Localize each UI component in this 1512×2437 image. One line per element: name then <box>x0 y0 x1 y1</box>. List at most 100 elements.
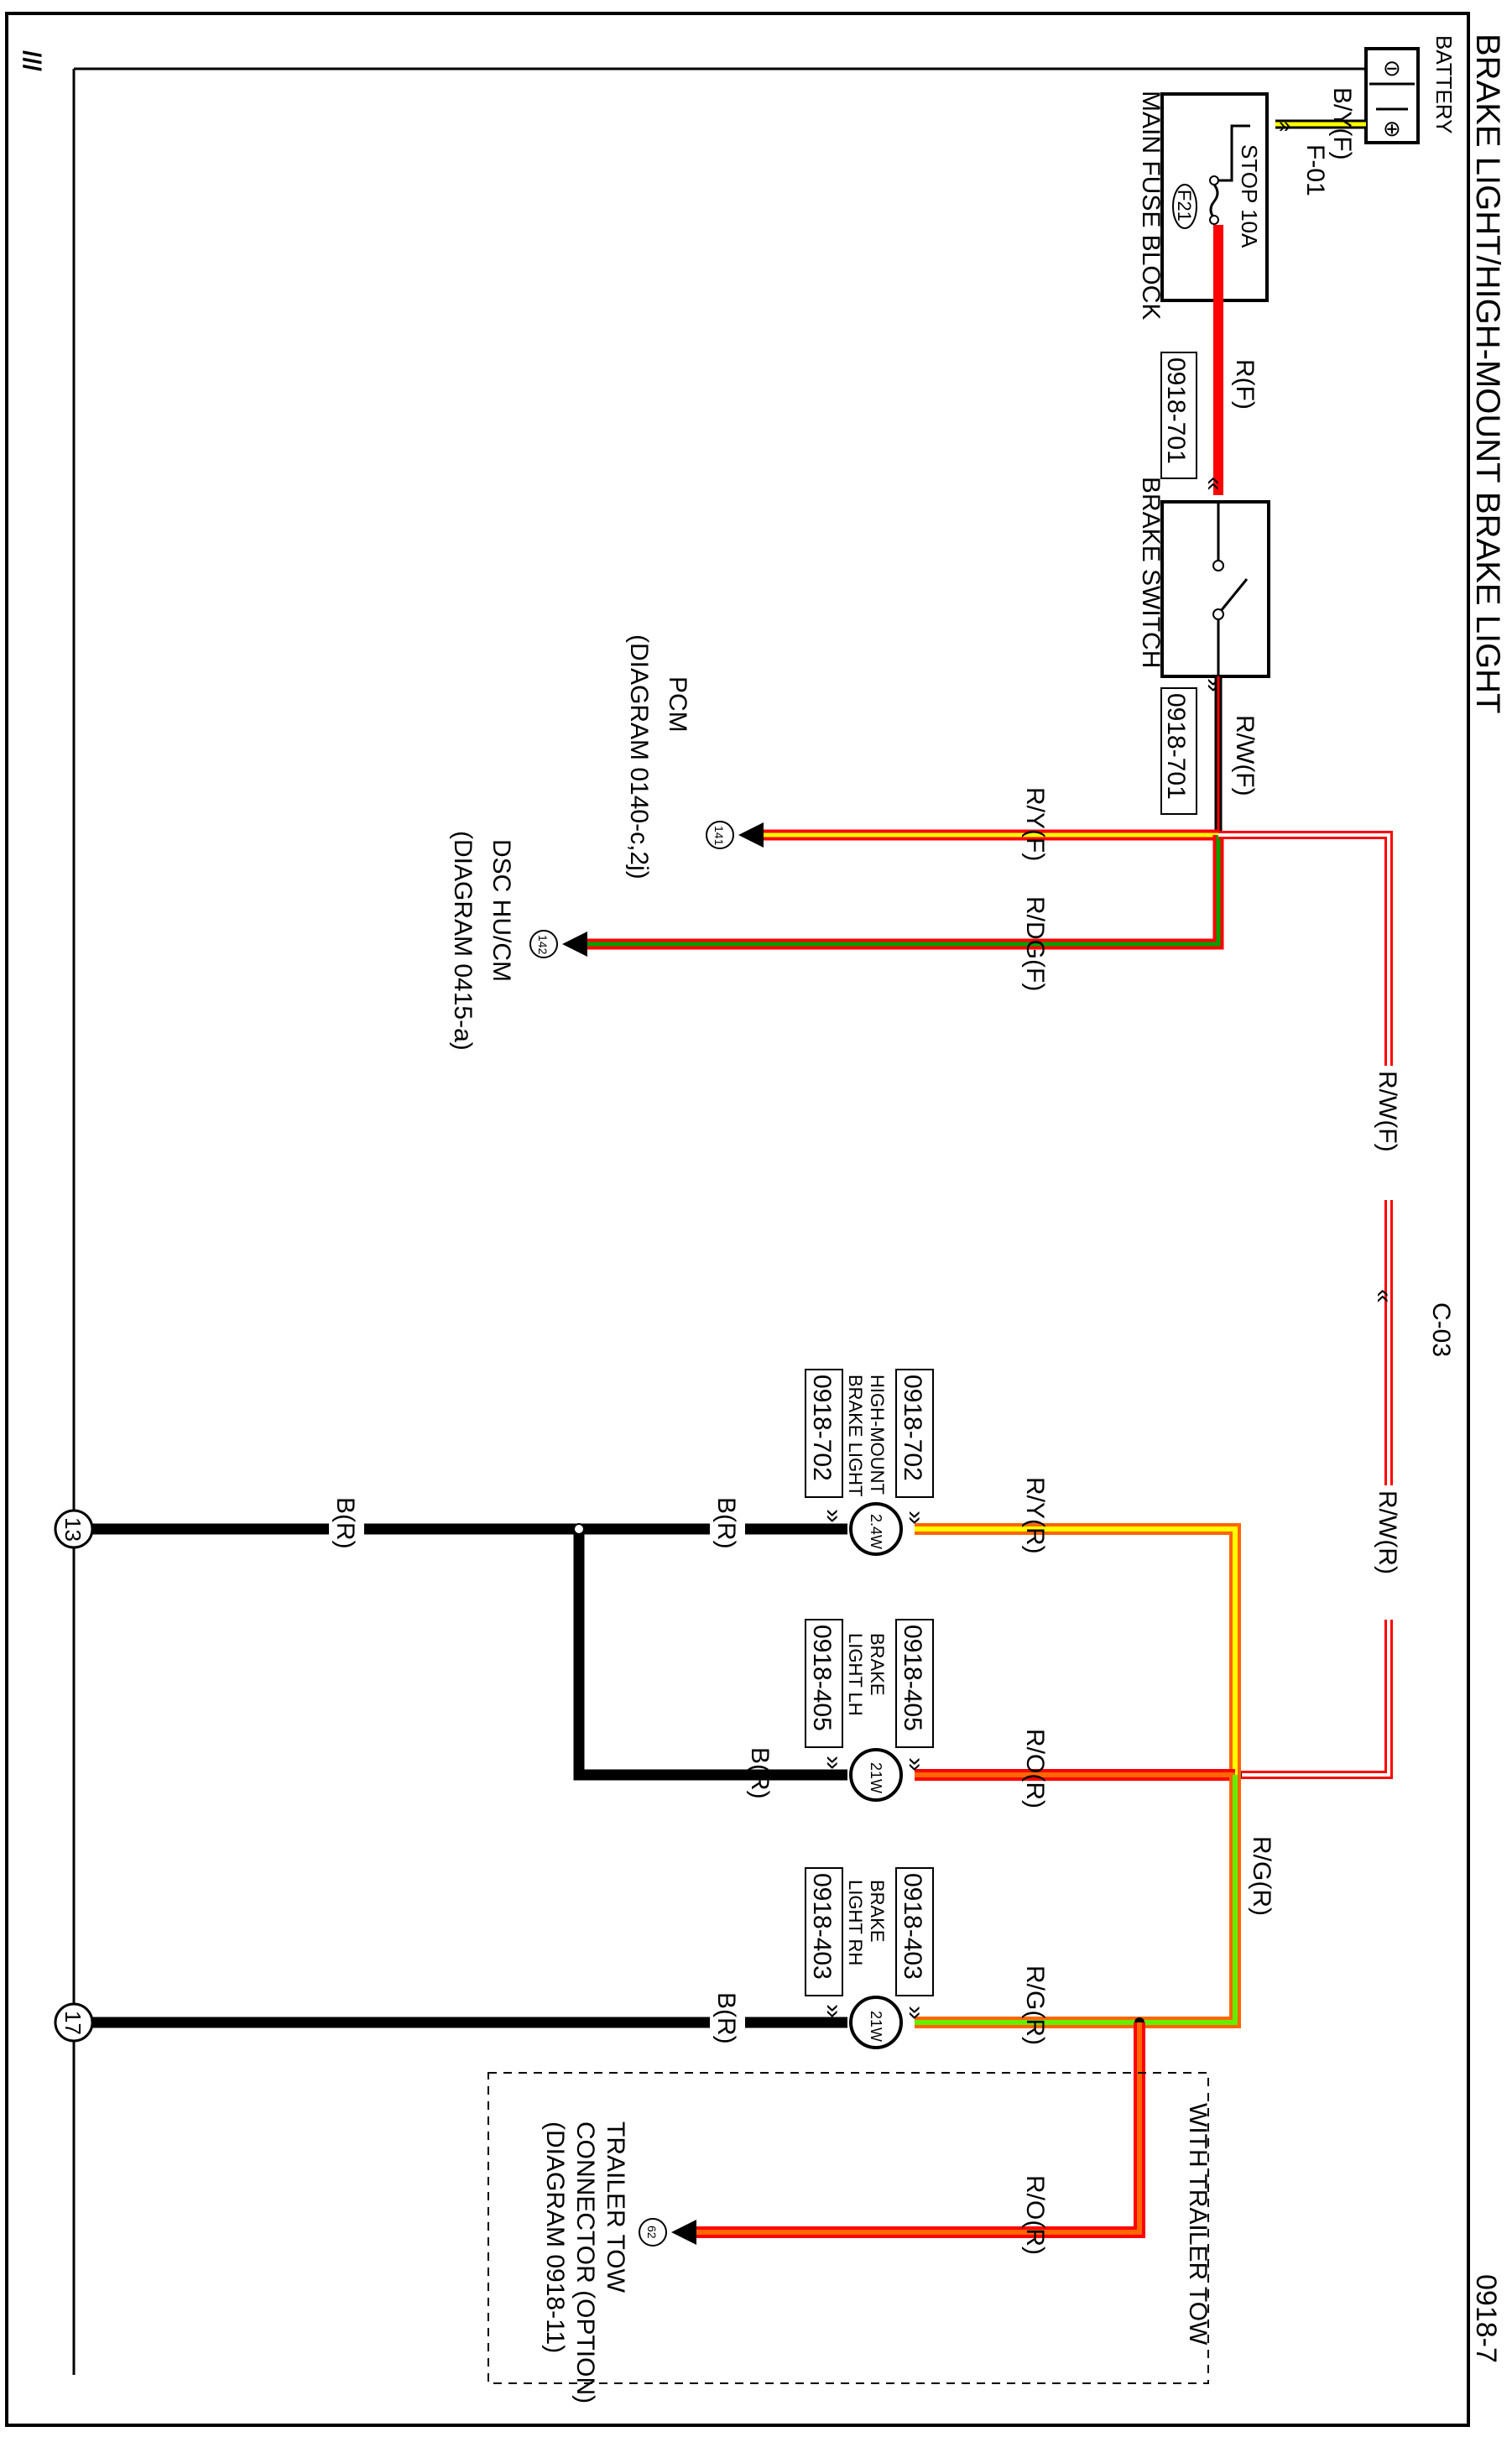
label-gap <box>1368 1066 1410 1200</box>
connector-c03: C-03 <box>1427 1302 1455 1357</box>
wire-label-main-r: R/W(R) <box>1374 1490 1401 1574</box>
lamp-lh-line1: BRAKE <box>867 1633 888 1696</box>
diagram-title: BRAKE LIGHT/HIGH-MOUNT BRAKE LIGHT <box>1469 34 1506 714</box>
connector-chevron: » <box>902 1757 930 1772</box>
pcm-arrow <box>738 822 764 848</box>
wire-label-gnd-lh: B(R) <box>746 1747 774 1799</box>
dsc-ref: (DIAGRAM 0415-a) <box>449 831 477 1051</box>
connector-box <box>805 1619 843 1748</box>
lamp-hm-conn-top: 0918-702 <box>899 1375 926 1481</box>
lamp-rh-watt: 21W <box>868 2011 884 2042</box>
lamp-lh-watt: 21W <box>868 1762 884 1793</box>
wire-hm-feed-outline <box>915 1523 1241 1775</box>
trailer-label-1: TRAILER TOW <box>602 2121 629 2293</box>
connector-chevron: » <box>820 1756 847 1770</box>
pcm-label: PCM <box>664 676 691 733</box>
ground-point-17-number: 17 <box>60 2011 86 2035</box>
battery-negative: ⊖ <box>1383 55 1401 81</box>
connector-box <box>805 1867 843 1996</box>
trailer-bubble-number: 62 <box>645 2226 659 2239</box>
wire-main-trunk-outline <box>1218 831 1393 1779</box>
battery-box <box>1364 47 1420 144</box>
wire-dsc-outline <box>579 835 1224 950</box>
trailer-option-box <box>487 2072 1209 2384</box>
connector-box <box>895 1619 934 1748</box>
label-gap <box>1368 1485 1410 1620</box>
lamp-hm-conn-bot: 0918-702 <box>808 1375 836 1481</box>
wire-ground-lh <box>573 1529 847 1781</box>
trailer-ref-bubble <box>639 2218 667 2247</box>
wire-label-battery-fuse: B/Y(F) <box>1328 87 1356 160</box>
brake-switch-conn-out: 0918-701 <box>1162 693 1190 800</box>
splice-junction <box>573 1523 585 1535</box>
switch-contact <box>1212 560 1224 571</box>
wire-trailer <box>688 2022 1142 2235</box>
connector-chevron: « <box>1201 477 1228 491</box>
fuse-internal-wire <box>1217 124 1250 182</box>
lamp-lh-line2: LIGHT LH <box>845 1633 866 1716</box>
pcm-bubble-number: 141 <box>712 826 726 846</box>
lamp-hm-line2: BRAKE LIGHT <box>845 1375 866 1496</box>
pcm-ref-bubble <box>706 821 734 849</box>
wire-main-trunk <box>1218 833 1390 1777</box>
fuse-block-label: MAIN FUSE BLOCK <box>1137 91 1165 320</box>
wire-label-gnd-trunk: B(R) <box>331 1497 359 1549</box>
label-gap <box>329 1494 364 1561</box>
ground-point-17 <box>54 2002 94 2043</box>
wire-label-switch-out: R/W(F) <box>1231 715 1259 796</box>
switch-contact <box>1212 608 1224 620</box>
connector-box <box>895 1369 934 1498</box>
connector-chevron: « <box>1370 1289 1398 1303</box>
wire-label-trailer: R/O(R) <box>1021 2175 1049 2255</box>
fuse-name: STOP 10A <box>1237 144 1262 248</box>
lamp-rh-conn-bot: 0918-403 <box>808 1873 836 1980</box>
fuse-terminal <box>1209 215 1219 225</box>
ground-point-13-number: 13 <box>60 1517 86 1542</box>
wire-label-dsc: R/DG(F) <box>1021 896 1049 991</box>
switch-lever <box>1219 578 1249 612</box>
wire-label-fuse-switch: R(F) <box>1231 359 1259 410</box>
dsc-ref-bubble <box>529 930 558 958</box>
connector-box-switch-out <box>1160 687 1197 815</box>
wire-label-hm-feed: R/Y(R) <box>1021 1477 1049 1554</box>
page-frame <box>5 12 1470 2427</box>
dsc-label: DSC HU/CM <box>487 839 515 982</box>
ground-point-13 <box>54 1509 94 1549</box>
label-gap <box>710 1494 745 1561</box>
connector-chevron: » <box>902 1511 930 1525</box>
page-number: 0918-7 <box>1470 2274 1502 2363</box>
lamp-rh-conn-top: 0918-403 <box>899 1873 926 1980</box>
lamp-lh-conn-bot: 0918-405 <box>808 1625 836 1731</box>
brake-switch-conn-in: 0918-701 <box>1162 357 1190 464</box>
lamp-high-mount <box>849 1502 903 1556</box>
connector-box-switch-in <box>1160 352 1197 479</box>
battery-label: BATTERY <box>1431 35 1457 134</box>
lamp-hm-line1: HIGH-MOUNT <box>867 1375 888 1495</box>
trailer-option-label: WITH TRAILER TOW <box>1184 2103 1212 2346</box>
wire-label-gnd-rh: B(R) <box>712 1992 740 2044</box>
wire-label-rh-feed: R/G(R) <box>1021 1965 1049 2045</box>
fuse-id: F21 <box>1174 190 1195 222</box>
trailer-label-3: (DIAGRAM 0918-11) <box>541 2121 569 2353</box>
trailer-label-2: CONNECTOR (OPTION) <box>571 2121 599 2403</box>
wire-rh-feed <box>915 1775 1238 2025</box>
pcm-ref: (DIAGRAM 0140-c,2j) <box>625 634 653 879</box>
connector-chevron: » <box>820 2004 847 2018</box>
fuse-symbol <box>1209 184 1219 219</box>
fuse-terminal <box>1209 175 1219 185</box>
connector-chevron: » <box>902 2006 930 2020</box>
lamp-lh-conn-top: 0918-405 <box>899 1625 926 1731</box>
wire-trailer-outline <box>688 2022 1145 2238</box>
wire-label-lh-feed: R/O(R) <box>1021 1729 1049 1808</box>
wire-hm-feed <box>915 1526 1238 1775</box>
wire-label-rg-trunk: R/G(R) <box>1248 1836 1275 1916</box>
fuse-id-badge <box>1172 184 1197 229</box>
connector-box <box>805 1369 843 1498</box>
wire-dsc <box>579 835 1221 947</box>
brake-switch <box>1160 500 1270 678</box>
fuse-block-connector: F-01 <box>1301 144 1329 196</box>
ground-symbol: /// <box>18 50 45 72</box>
lamp-rh-line2: LIGHT RH <box>845 1880 866 1965</box>
